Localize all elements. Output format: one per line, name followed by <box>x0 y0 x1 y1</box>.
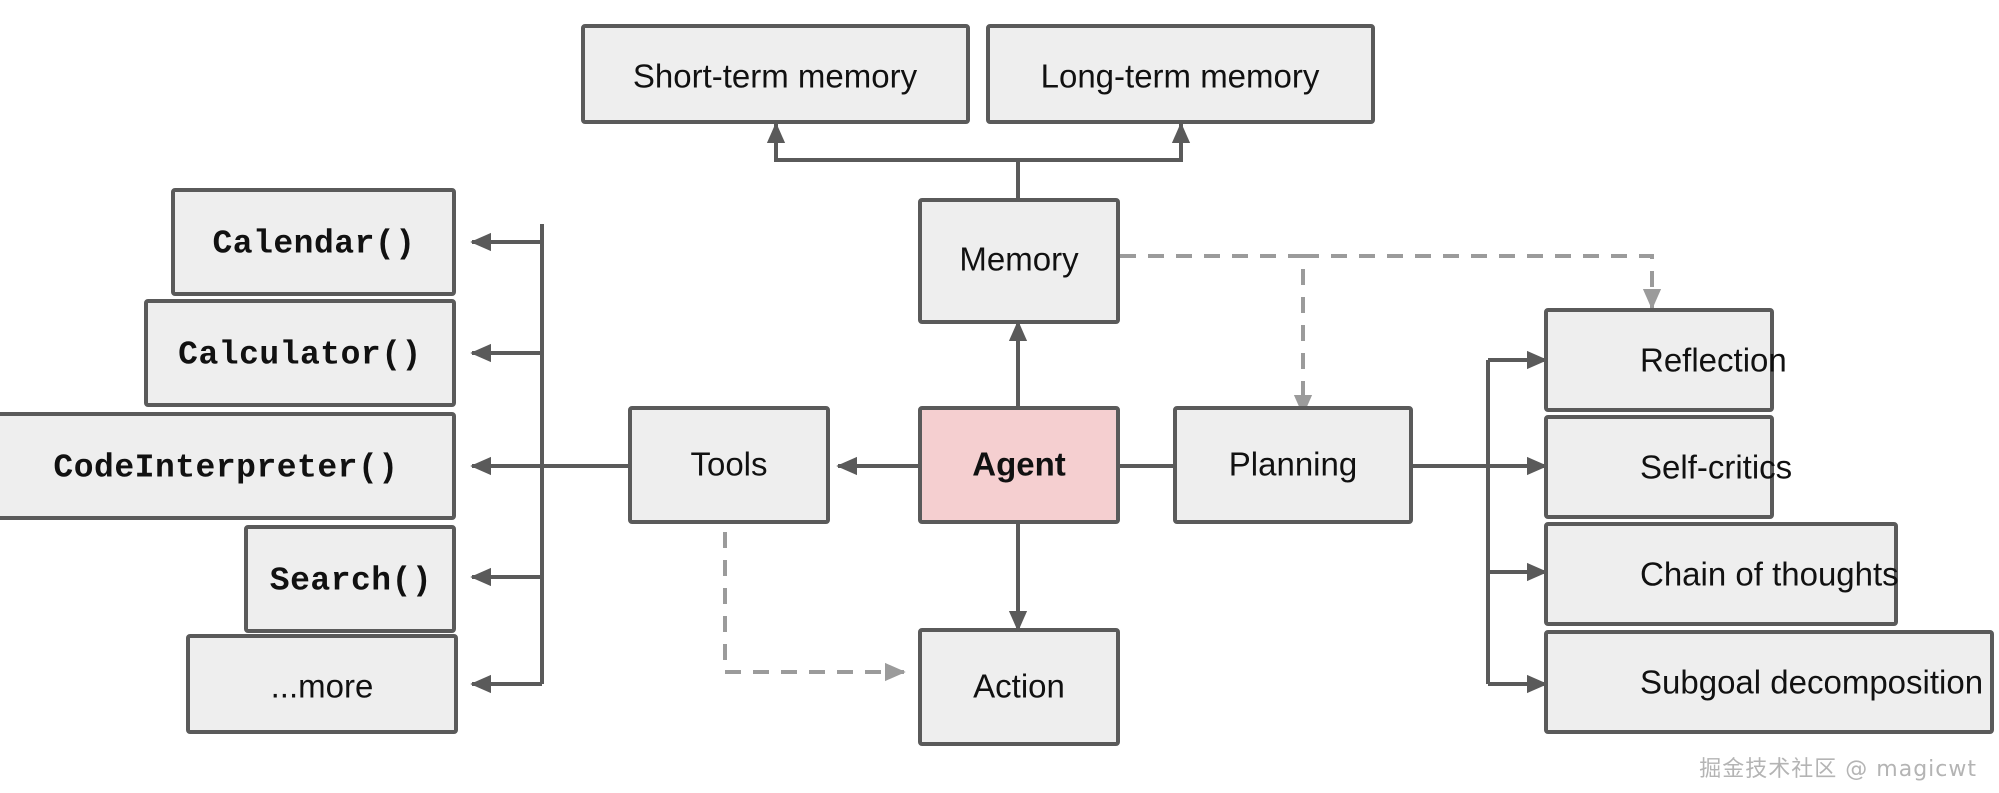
node-action-label: Action <box>973 668 1065 705</box>
node-long-term-memory[interactable]: Long-term memory <box>986 24 1375 124</box>
node-tools-label: Tools <box>690 446 767 483</box>
node-planning-chain-of-thoughts-label: Chain of thoughts <box>1640 556 1899 593</box>
node-tool-more-label: ...more <box>271 668 374 705</box>
node-planning-subgoal-decomposition-label: Subgoal decomposition <box>1640 664 1983 701</box>
edge-memory-to-memory-types <box>766 122 1191 200</box>
node-tools[interactable]: Tools <box>628 406 830 524</box>
node-action[interactable]: Action <box>918 628 1120 746</box>
node-tool-code-interpreter-label: CodeInterpreter() <box>53 450 398 487</box>
node-agent[interactable]: Agent <box>918 406 1120 524</box>
node-tool-calculator-label: Calculator() <box>178 337 422 374</box>
node-planning-self-critics-label: Self-critics <box>1640 449 1792 486</box>
node-planning[interactable]: Planning <box>1173 406 1413 524</box>
node-tool-calculator[interactable]: Calculator() <box>144 299 456 407</box>
node-tool-search-label: Search() <box>270 563 432 600</box>
node-agent-label: Agent <box>972 446 1066 483</box>
node-short-term-memory-label: Short-term memory <box>633 58 918 95</box>
node-planning-label: Planning <box>1229 446 1357 483</box>
node-tool-code-interpreter[interactable]: CodeInterpreter() <box>0 412 456 520</box>
watermark: 掘金技术社区 @ magicwt <box>1699 757 1977 782</box>
node-memory[interactable]: Memory <box>918 198 1120 324</box>
edge-tools-to-tool-list <box>470 224 630 694</box>
node-planning-chain-of-thoughts[interactable]: Chain of thoughts <box>1544 522 1899 626</box>
node-planning-reflection-label: Reflection <box>1640 342 1787 379</box>
node-planning-subgoal-decomposition[interactable]: Subgoal decomposition <box>1544 630 1994 734</box>
edge-memory-feedback-dashed <box>1120 254 1662 416</box>
node-tool-calendar[interactable]: Calendar() <box>171 188 456 296</box>
node-tool-search[interactable]: Search() <box>244 525 456 633</box>
node-memory-label: Memory <box>959 241 1079 278</box>
edge-tools-to-action-dashed <box>723 504 906 682</box>
node-short-term-memory[interactable]: Short-term memory <box>581 24 970 124</box>
edge-planning-to-planning-list <box>1410 350 1548 694</box>
node-planning-self-critics[interactable]: Self-critics <box>1544 415 1792 519</box>
node-long-term-memory-label: Long-term memory <box>1041 58 1320 95</box>
node-planning-reflection[interactable]: Reflection <box>1544 308 1787 412</box>
node-tool-calendar-label: Calendar() <box>212 226 415 263</box>
node-tool-more[interactable]: ...more <box>186 634 458 734</box>
